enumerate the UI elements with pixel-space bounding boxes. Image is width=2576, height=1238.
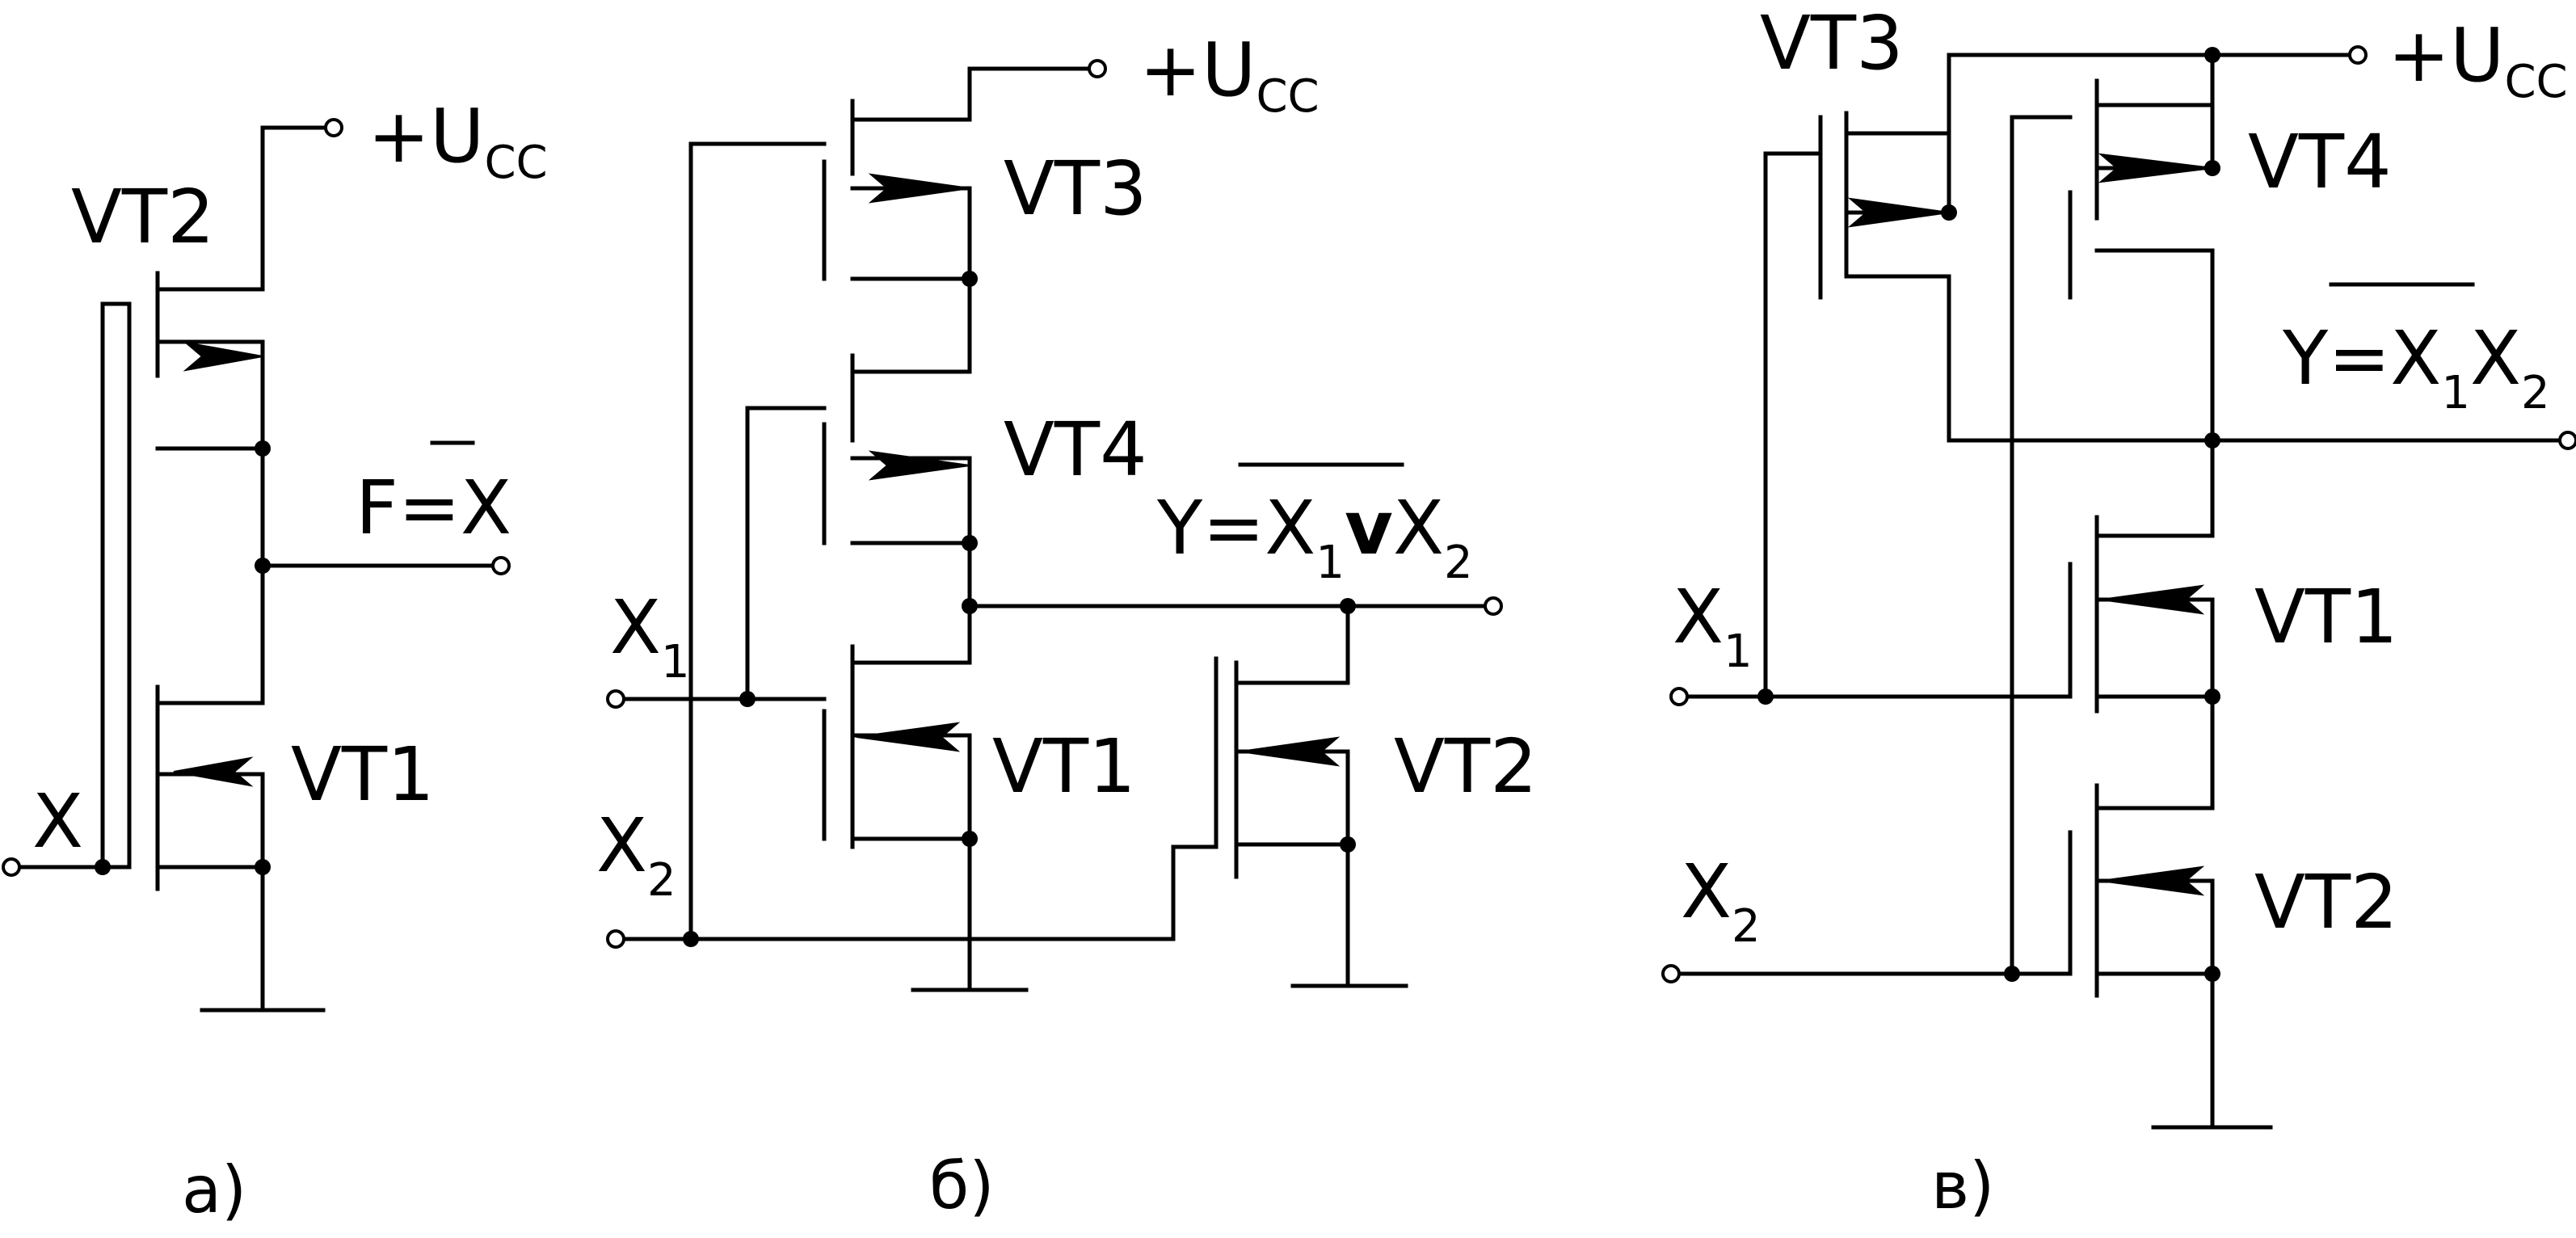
junction-dot [962, 271, 978, 287]
input-x2-label: X2 [596, 802, 676, 907]
vt3-label: VT3 [1760, 0, 1904, 86]
diagram-c-junctions [1757, 47, 2220, 982]
caption-c: в) [1931, 1148, 1994, 1223]
diagram-a-junctions [95, 440, 271, 875]
vt2-channel-arrow-icon [2100, 865, 2205, 896]
diagram-b-labels: +UCC VT3 VT4 VT1 VT2 X1 X2 Y=X1vX2 б) [596, 27, 1538, 1223]
diagram-a-arrows [173, 341, 263, 787]
junction-dot [2204, 688, 2220, 705]
diagram-b-wires [612, 66, 1489, 992]
output-terminal [491, 556, 511, 575]
diagram-a: VT2 VT1 +UCC X F=X а) [2, 93, 548, 1227]
diagram-c: VT3 +UCC VT4 Y=X1X2 VT1 VT2 X1 X2 в) [1661, 0, 2576, 1223]
vt3-channel-arrow-icon [868, 173, 970, 204]
vt2-channel-arrow-icon [183, 341, 263, 372]
junction-dot [2204, 966, 2220, 982]
output-formula: Y=X1vX2 [1156, 485, 1473, 589]
caption-b: б) [929, 1148, 995, 1223]
supply-subscript: CC [2504, 56, 2567, 108]
junction-dot [2204, 47, 2220, 63]
output-terminal [1484, 596, 1503, 616]
supply-label: +UCC [1139, 27, 1320, 123]
output-formula: Y=X1X2 [2282, 315, 2550, 419]
diagram-b-arrows [856, 173, 1341, 767]
vt1-label: VT1 [2254, 574, 2398, 660]
vt1-channel-arrow-icon [2100, 584, 2205, 615]
input-x1-label: X1 [610, 584, 690, 688]
junction-dot [1340, 836, 1356, 853]
diagram-b-terminals [606, 59, 1503, 949]
input-x2-subscript: 2 [647, 854, 676, 907]
junction-dot [2004, 966, 2020, 982]
vt4-label: VT4 [1004, 406, 1147, 493]
input-x1-label: X1 [1673, 574, 1753, 678]
vt2-label: VT2 [1394, 723, 1538, 810]
vt4-channel-arrow-icon [2098, 153, 2213, 183]
junction-dot [1941, 204, 1957, 221]
input-x2-label: X2 [1681, 848, 1761, 953]
supply-label: +UCC [2388, 12, 2568, 108]
vt1-label: VT1 [992, 723, 1136, 810]
diagram-a-labels: VT2 VT1 +UCC X F=X а) [32, 93, 548, 1227]
junction-dot [255, 440, 271, 457]
input-label: X [32, 778, 83, 865]
caption-a: а) [182, 1152, 246, 1227]
input-x1-subscript: 1 [1724, 625, 1753, 678]
vt4-channel-arrow-icon [868, 450, 970, 481]
vt4-label: VT4 [2248, 119, 2392, 205]
output-terminal [2558, 431, 2576, 450]
vt1-channel-arrow-icon [856, 722, 961, 752]
junction-dot [683, 931, 699, 947]
junction-dot [255, 558, 271, 574]
diagram-c-terminals [1661, 45, 2576, 983]
input-terminal [2, 857, 21, 877]
junction-dot [1757, 688, 1774, 705]
vt3-channel-arrow-icon [1847, 197, 1950, 228]
input-x1-subscript: 1 [661, 636, 690, 688]
junction-dot [255, 859, 271, 875]
vt3-label: VT3 [1004, 145, 1147, 232]
vt1-label: VT1 [291, 731, 435, 818]
junction-dot [962, 831, 978, 847]
input-x1-terminal [606, 689, 625, 709]
junction-dot [95, 859, 111, 875]
supply-terminal [324, 118, 343, 137]
supply-subscript: CC [484, 137, 547, 189]
input-x1-terminal [1669, 687, 1689, 706]
supply-label: +UCC [368, 93, 548, 189]
vt2-channel-arrow-icon [1240, 736, 1341, 767]
diagram-b: +UCC VT3 VT4 VT1 VT2 X1 X2 Y=X1vX2 б) [596, 27, 1538, 1223]
junction-dot [1340, 598, 1356, 614]
junction-dot [2204, 432, 2220, 448]
junction-dot [962, 535, 978, 551]
input-x2-terminal [1661, 964, 1681, 983]
diagram-c-labels: VT3 +UCC VT4 Y=X1X2 VT1 VT2 X1 X2 в) [1673, 0, 2568, 1223]
diagram-b-junctions [683, 271, 1356, 947]
supply-terminal [2348, 45, 2368, 65]
diagram-c-arrows [1847, 153, 2213, 896]
vt2-label: VT2 [71, 174, 215, 260]
junction-dot [739, 691, 756, 707]
junction-dot [2204, 160, 2220, 176]
supply-terminal [1088, 59, 1107, 78]
diagram-a-terminals [2, 118, 511, 877]
diagram-c-wires [1677, 53, 2565, 1130]
input-x2-terminal [606, 929, 625, 949]
output-formula: F=X [356, 465, 511, 551]
vt2-label: VT2 [2254, 859, 2398, 945]
junction-dot [962, 598, 978, 614]
input-x2-subscript: 2 [1732, 900, 1761, 953]
supply-subscript: CC [1256, 70, 1319, 123]
vt1-channel-arrow-icon [173, 756, 254, 787]
